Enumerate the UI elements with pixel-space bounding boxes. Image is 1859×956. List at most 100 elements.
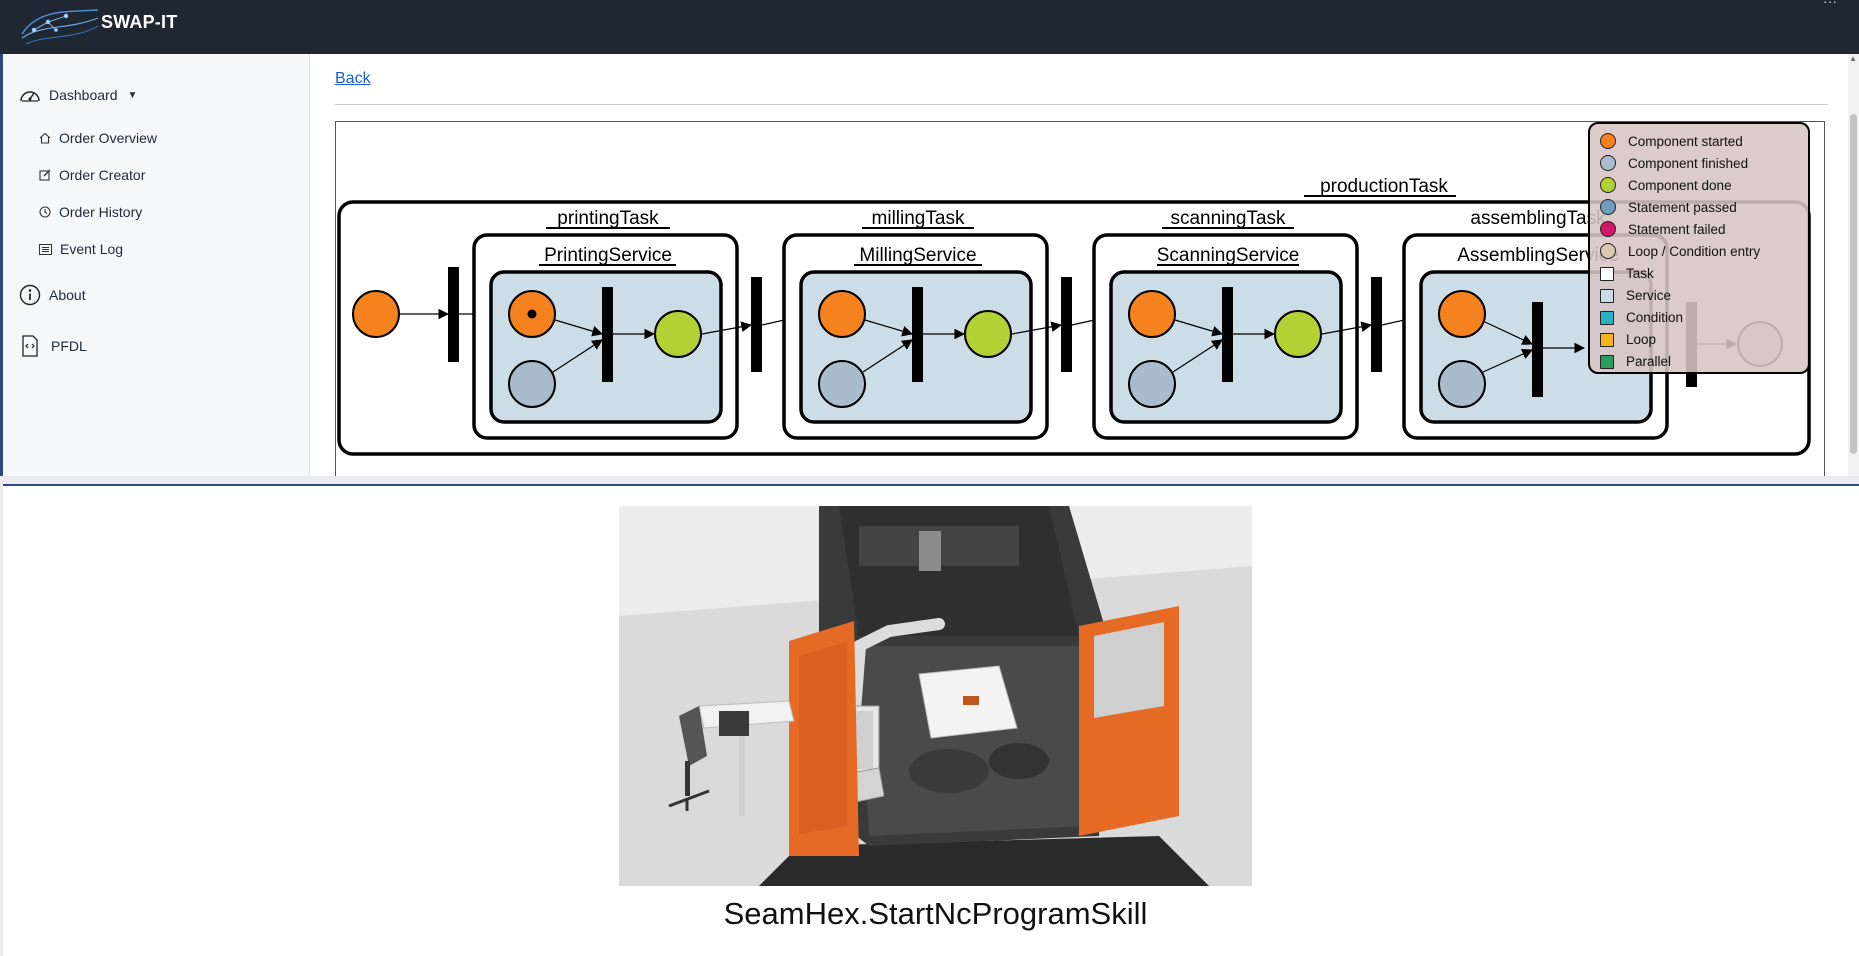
code-file-icon [22, 335, 38, 357]
parallel-bar [1532, 302, 1543, 397]
clock-icon [39, 206, 51, 218]
component-done-node[interactable] [654, 310, 702, 358]
component-started-node[interactable] [1128, 290, 1176, 338]
edge [1321, 321, 1373, 335]
sidebar-item-label: PFDL [51, 338, 87, 354]
swapit-logo-icon[interactable] [18, 4, 102, 48]
vertical-scrollbar[interactable]: ▲ [1848, 54, 1859, 476]
edge [1482, 349, 1533, 373]
back-link[interactable]: Back [335, 70, 371, 87]
legend-swatch [1600, 221, 1616, 237]
legend: Component started Component finished Com… [1588, 122, 1810, 374]
sidebar-item-label: Event Log [60, 241, 124, 257]
printing-task-group[interactable]: printingTask PrintingService [472, 208, 739, 440]
legend-swatch [1600, 354, 1614, 369]
legend-item: Component started [1600, 133, 1743, 149]
sidebar-item-label: Order Creator [59, 167, 146, 183]
gauge-icon [20, 91, 40, 102]
sidebar-item-order-overview[interactable]: Order Overview [39, 130, 157, 146]
legend-swatch [1600, 266, 1614, 281]
brand-title[interactable]: SWAP-IT [101, 12, 178, 32]
divider [335, 104, 1828, 105]
service-label: AssemblingService [1457, 245, 1619, 266]
legend-swatch [1600, 288, 1614, 303]
main-content: Back productionTask [311, 54, 1848, 476]
legend-swatch [1600, 332, 1614, 347]
sidebar-item-order-history[interactable]: Order History [39, 204, 142, 220]
task-label: assemblingTask [1470, 208, 1606, 229]
sidebar-item-label: Order Overview [59, 130, 158, 146]
legend-swatch [1600, 155, 1616, 171]
edge [1172, 339, 1223, 373]
window-border [0, 54, 3, 476]
skill-viewer-window: SeamHex.StartNcProgramSkill [3, 484, 1859, 956]
legend-label: Loop [1626, 332, 1657, 347]
edge [862, 339, 913, 373]
legend-item: Task [1600, 266, 1654, 281]
sidebar-item-dashboard[interactable]: Dashboard ▼ [19, 86, 137, 104]
navbar: SWAP-IT ··· [0, 0, 1859, 54]
legend-item: Loop [1600, 332, 1656, 347]
legend-swatch [1600, 177, 1616, 193]
edge [554, 319, 604, 337]
component-started-node[interactable] [1438, 290, 1486, 338]
legend-label: Loop / Condition entry [1628, 243, 1761, 259]
legend-label: Statement passed [1628, 199, 1737, 215]
sidebar: Dashboard ▼ Order Overview Order Creator… [3, 54, 310, 476]
parallel-bar [912, 287, 923, 382]
component-done-node[interactable] [1274, 310, 1322, 358]
task-label: printingTask [557, 208, 659, 229]
scroll-up-arrow-icon[interactable]: ▲ [1849, 54, 1857, 63]
sidebar-item-label: Order History [59, 204, 143, 220]
component-started-node[interactable] [818, 290, 866, 338]
sidebar-item-label: About [49, 287, 86, 303]
legend-swatch [1600, 310, 1614, 325]
service-label: PrintingService [544, 245, 672, 266]
ellipsis-icon[interactable]: ··· [1823, 0, 1837, 9]
scanning-task-group[interactable]: scanningTask ScanningService [1092, 208, 1359, 440]
scrollbar-thumb[interactable] [1850, 114, 1857, 454]
sidebar-item-about[interactable]: About [19, 284, 86, 306]
legend-swatch [1600, 133, 1616, 149]
component-finished-node[interactable] [1128, 360, 1176, 408]
edge [701, 321, 753, 335]
component-finished-node[interactable] [1438, 360, 1486, 408]
service-label: ScanningService [1157, 245, 1300, 266]
legend-label: Component finished [1628, 155, 1749, 171]
edit-icon [39, 169, 51, 181]
edge [864, 319, 914, 337]
service-label: MillingService [859, 245, 976, 266]
component-finished-node[interactable] [508, 360, 556, 408]
legend-item: Component finished [1600, 155, 1748, 171]
home-icon [39, 132, 51, 144]
legend-label: Statement failed [1628, 221, 1726, 237]
parallel-bar [1061, 277, 1072, 372]
legend-item: Service [1600, 288, 1671, 303]
legend-label: Service [1626, 288, 1672, 303]
edge [1174, 319, 1224, 337]
component-done-node[interactable] [964, 310, 1012, 358]
sidebar-item-label: Dashboard [49, 87, 118, 103]
legend-label: Condition [1626, 310, 1684, 325]
milling-task-group[interactable]: millingTask MillingService [782, 208, 1049, 440]
edge [552, 339, 603, 373]
edge [1484, 321, 1533, 345]
sidebar-item-event-log[interactable]: Event Log [39, 241, 123, 257]
sidebar-item-order-creator[interactable]: Order Creator [39, 167, 145, 183]
legend-swatch [1600, 243, 1616, 259]
production-task-label: productionTask [1320, 176, 1448, 197]
active-token [527, 309, 537, 319]
machine-cell-image [619, 506, 1252, 886]
component-finished-node[interactable] [818, 360, 866, 408]
parallel-bar [1222, 287, 1233, 382]
caret-down-icon: ▼ [127, 89, 138, 101]
sidebar-item-pfdl[interactable]: PFDL [21, 335, 87, 357]
legend-item: Statement failed [1600, 221, 1726, 237]
legend-item: Parallel [1600, 354, 1671, 369]
legend-item: Condition [1600, 310, 1683, 325]
parallel-bar [751, 277, 762, 372]
parallel-bar [448, 267, 459, 362]
component-started-node[interactable] [352, 290, 400, 338]
legend-swatch [1600, 199, 1616, 215]
info-icon [19, 284, 41, 306]
